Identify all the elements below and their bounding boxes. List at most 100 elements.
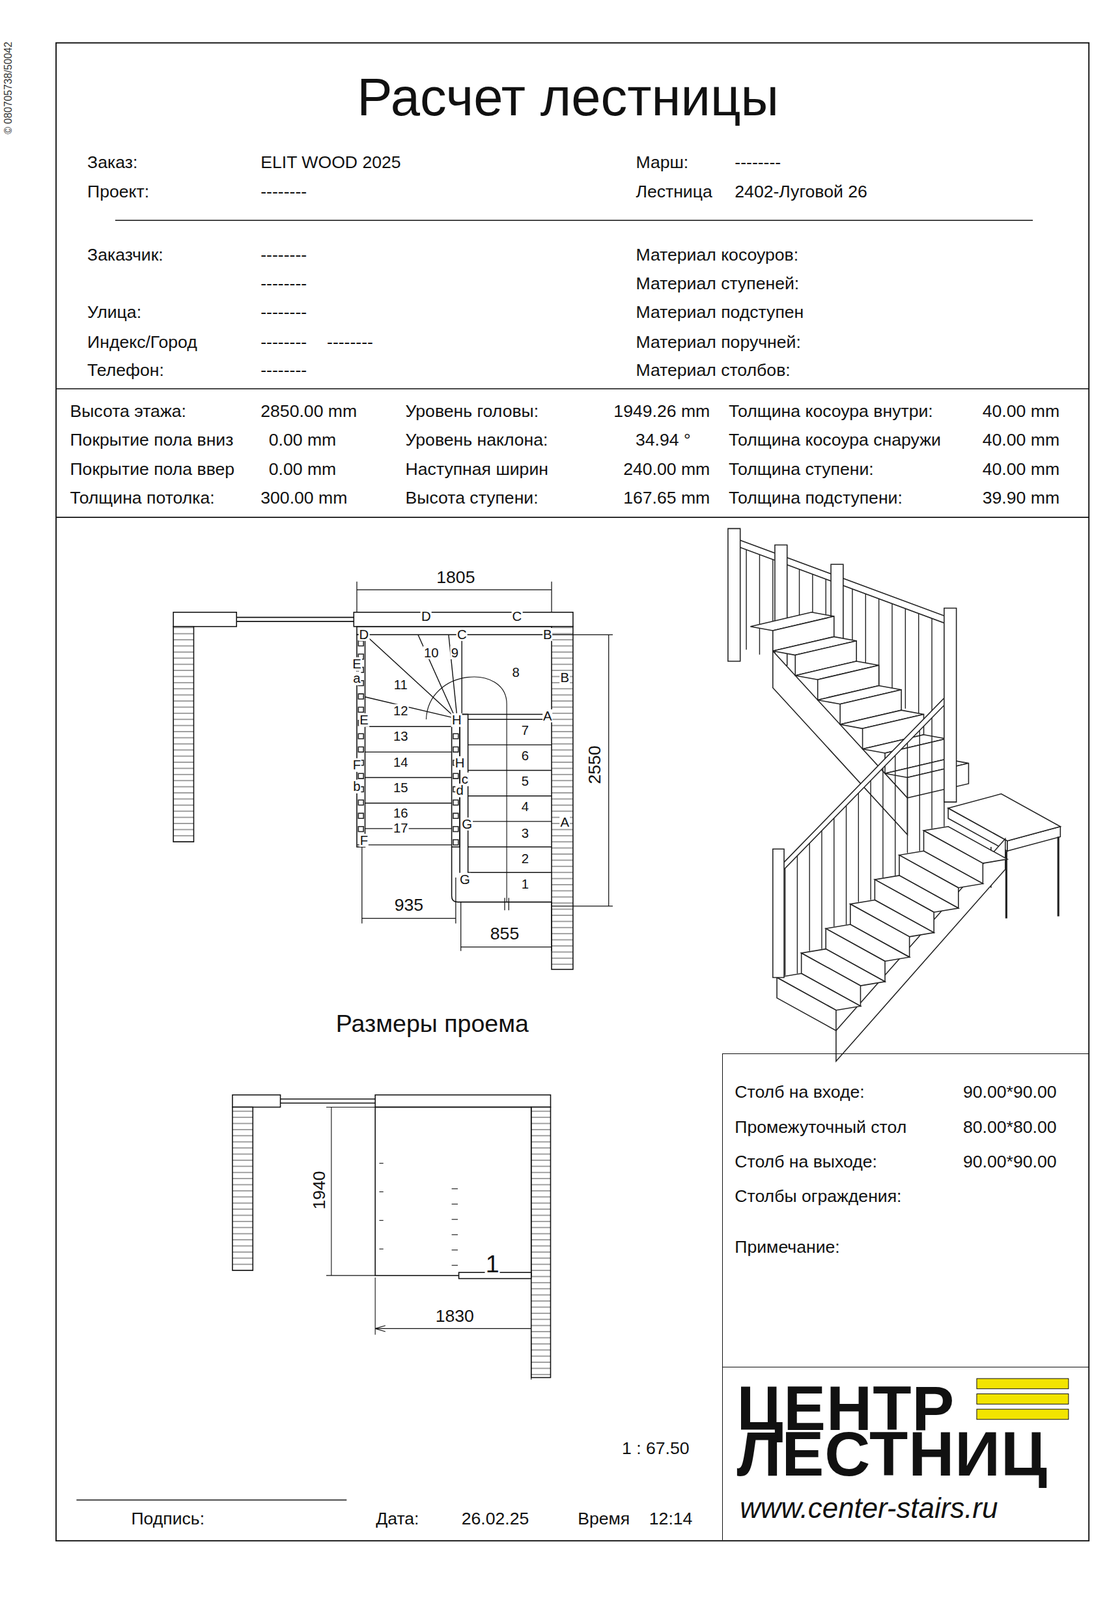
field-label: Заказ: [86, 153, 139, 172]
stair-line [882, 767, 884, 878]
plan-label: 1805 [435, 568, 476, 587]
field-label: Толщина косоура внутри: [728, 402, 934, 421]
field-label: 0.00 mm [268, 431, 338, 449]
stair-part [453, 733, 459, 739]
sheet-label: Размеры проема [335, 1011, 530, 1037]
stair-part [358, 826, 364, 832]
stair-part [358, 733, 364, 739]
field-label: Лестница [634, 182, 713, 201]
plan-label: E [351, 657, 363, 671]
plan-label: 15 [392, 780, 409, 794]
plan-label: D [420, 608, 432, 622]
plan-label: A [560, 815, 571, 829]
field-label: -------- [259, 182, 308, 201]
stair-part [358, 746, 364, 753]
plan-label: 10 [423, 645, 440, 660]
field-label: Индекс/Город [86, 332, 198, 351]
field-label: Марш: [634, 153, 689, 172]
stair-part [358, 640, 364, 646]
field-label: Проект: [86, 182, 150, 201]
stair-part [358, 772, 364, 779]
stair-line [894, 755, 896, 876]
stair-part [453, 799, 459, 805]
field-label: -------- [326, 332, 374, 351]
plan-label: A [542, 709, 553, 723]
field-label: 0.00 mm [268, 460, 338, 478]
sheet-label: Дата: [375, 1509, 420, 1528]
logo-text: www.center-stairs.ru [739, 1493, 998, 1522]
stair-part [944, 608, 957, 803]
plan-label: C [511, 608, 523, 622]
sheet-label: 12:14 [648, 1509, 694, 1528]
field-label: 40.00 mm [981, 431, 1061, 449]
field-label: Покрытие пола ввер [69, 460, 236, 478]
stair-part [453, 826, 459, 832]
stair-line [907, 742, 908, 853]
sheet-label: © 080705738/50042 [3, 41, 14, 135]
plan-label: 1 [520, 877, 530, 891]
sheet-title: Расчет лестницы [356, 70, 780, 124]
sheet-label: Время [576, 1509, 631, 1528]
stair-part [782, 691, 951, 870]
stair-part [453, 772, 459, 779]
stair-line [797, 855, 798, 974]
logo-text: ЛЕСТНИЦ [736, 1422, 1048, 1486]
field-label: -------- [733, 153, 782, 172]
plan-label: 4 [520, 799, 530, 813]
field-label: Толщина подступени: [728, 489, 904, 507]
field-label: Толщина ступени: [728, 460, 875, 478]
field-label: -------- [259, 274, 308, 293]
sheet-label: Подпись: [130, 1509, 206, 1528]
stair-line [919, 729, 921, 851]
field-label: Материал столбов: [634, 361, 791, 379]
plan-label: F [352, 757, 362, 772]
plan-label: 7 [520, 723, 530, 737]
plan-label: 14 [392, 754, 409, 768]
stair-line [905, 607, 906, 709]
plan-label: 17 [392, 821, 409, 835]
field-label: Высота этажа: [69, 402, 187, 421]
field-label: 40.00 mm [981, 460, 1061, 478]
stair-part [728, 528, 741, 661]
field-label: ELIT WOOD 2025 [259, 153, 402, 172]
stair-line [833, 817, 835, 926]
field-label: 39.90 mm [981, 489, 1061, 507]
stair-line [821, 830, 822, 949]
stair-line [869, 780, 871, 900]
stair-part [948, 793, 1061, 841]
plan-label: 9 [450, 645, 460, 660]
plan-label: C [456, 627, 468, 641]
sheet-label: 1 : 67.50 [621, 1439, 691, 1457]
post-field: 80.00*80.00 [963, 1117, 1057, 1136]
field-label: Уровень головы: [405, 402, 540, 421]
sheet-label: 1830 [434, 1306, 475, 1324]
plan-label: E [358, 713, 370, 727]
plan-label: 2 [520, 851, 530, 865]
sheet-label: 1940 [310, 1170, 329, 1210]
stair-line [759, 553, 760, 655]
plan-label: 16 [392, 806, 409, 820]
post-field: Столбы ограждения: [734, 1187, 902, 1205]
field-label: 40.00 mm [981, 402, 1061, 421]
stair-line [918, 612, 919, 714]
plan-label: G [459, 871, 471, 885]
field-label: 1949.26 mm [612, 402, 711, 421]
plan-label: b [352, 779, 361, 793]
field-label: Толщина потолка: [69, 489, 215, 507]
field-label: -------- [259, 332, 308, 351]
sheet-label: 26.02.25 [461, 1509, 531, 1528]
stair-line [808, 842, 810, 951]
plan-label: G [461, 817, 473, 831]
sheet-label: 1 [485, 1252, 501, 1277]
plan-label: 5 [520, 774, 530, 788]
field-label: 2850.00 mm [259, 402, 358, 421]
stair-line [1057, 836, 1060, 916]
field-label: Материал косоуров: [634, 246, 800, 264]
field-label: 34.94 ° [634, 431, 692, 449]
stair-part [358, 812, 364, 818]
field-label: Толщина косоура снаружи [728, 431, 942, 449]
post-info-panel: Столб на входе:90.00*90.00Промежуточный … [722, 1052, 1090, 1367]
plan-label: F [359, 833, 369, 847]
field-label: Телефон: [86, 361, 165, 379]
